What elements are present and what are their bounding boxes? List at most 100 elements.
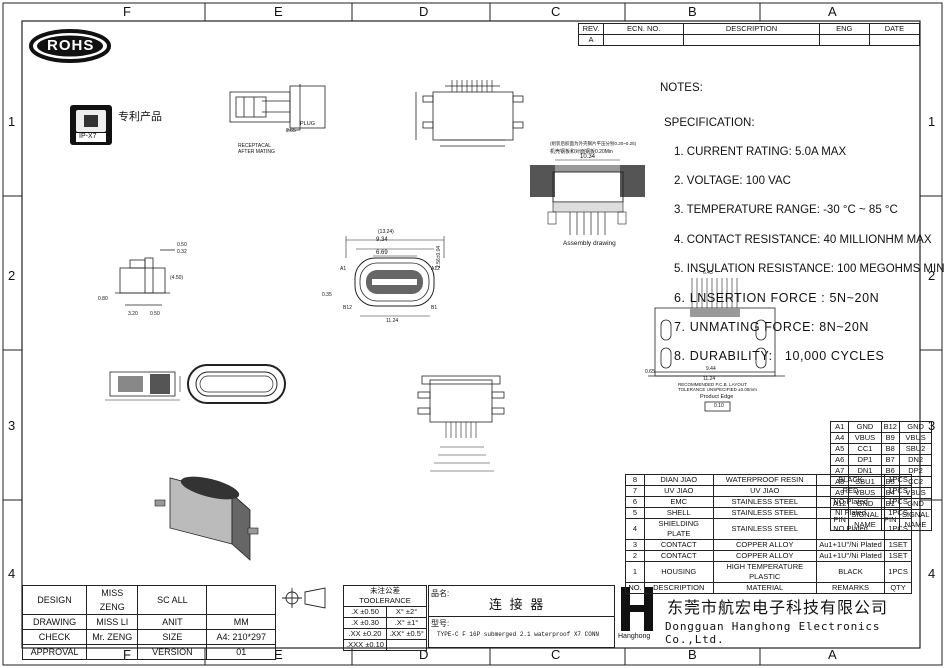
zone-col-b-bottom: B — [688, 647, 697, 662]
bom-row-cell: NI Plated — [815, 507, 886, 519]
bom-row-cell: SHIELDING PLATE — [643, 518, 714, 540]
bom-row-cell: 1PCS — [884, 474, 912, 486]
tolerance-row-cell — [386, 639, 427, 651]
zone-row-4: 4 — [8, 566, 16, 581]
dim-934: 9.34 — [376, 237, 388, 243]
pin-table-row-cell: VBUS — [898, 432, 933, 444]
pin-table-row-cell: DN2 — [898, 454, 933, 466]
bom-row-cell: SHELL — [643, 507, 714, 519]
bom-row-cell: NO Plated — [815, 518, 886, 540]
zone-row-2-right: 2 — [928, 268, 936, 283]
title-block-row-cell: APPROVAL — [21, 644, 88, 660]
bom-header-cell: NO. — [625, 582, 645, 594]
revision-table: REV. ECN. NO. DESCRIPTION ENG DATE A — [577, 23, 921, 46]
isometric-view — [154, 476, 259, 561]
bom-row-cell: 1PCS — [884, 485, 912, 497]
title-block-row-cell: MISS LI — [86, 614, 139, 630]
dim-050b: 0.50 — [150, 311, 160, 317]
dim-065: 0.65 — [645, 369, 655, 375]
zone-col-e-bottom: E — [274, 647, 283, 662]
pin-table-row-cell: GND — [848, 421, 882, 433]
tolerance-row-cell: X° ±2° — [386, 606, 427, 618]
assembly-note-2: 机壳钢板和对面钢板0.20Min — [550, 149, 613, 155]
spec-item: 2. VOLTAGE: 100 VAC — [674, 175, 791, 188]
bom-row-cell: 6 — [625, 496, 645, 508]
product-name: 连 接 器 — [489, 597, 546, 612]
spec-item: 1. CURRENT RATING: 5.0A MAX — [674, 145, 847, 158]
pin-table-row-cell: B12 — [880, 421, 900, 433]
dim-1034: 10.34 — [580, 154, 596, 160]
product-model: TYPE-C F 16P submerged 2.1 waterproof X7… — [437, 631, 600, 638]
hanghong-logo — [621, 587, 653, 631]
title-block-row-cell: DESIGN — [21, 585, 88, 615]
title-block-row-cell — [206, 585, 276, 615]
receptacle-label: RECEPTACAL AFTER MATING — [238, 143, 275, 155]
bom-row-cell: NO Plated — [815, 496, 886, 508]
model-label: 型号: — [431, 619, 450, 628]
bom-row-cell: 1SET — [884, 539, 912, 551]
pcb-layout — [648, 278, 785, 412]
zone-col-d-bottom: D — [419, 647, 429, 662]
rohs-logo — [29, 29, 111, 63]
top-view — [415, 85, 524, 147]
title-block-row-cell: 01 — [206, 644, 276, 660]
date-header: DATE — [868, 23, 921, 35]
dim-050: 0.50 — [177, 242, 187, 248]
bom-row-cell: UV JIAO — [712, 485, 817, 497]
title-block-row-cell: Mr. ZENG — [86, 629, 139, 645]
company-short: Hanghong — [618, 633, 651, 640]
eng-header: ENG — [818, 23, 870, 35]
product-edge-label: Product Edge — [700, 394, 734, 400]
tolerance-header: 未注公差 TOOLERANCE — [343, 585, 427, 607]
tolerance-row: .XX ±0.20.XX° ±0.5° — [342, 628, 427, 640]
bom-row-cell: COPPER ALLOY — [712, 539, 817, 551]
pin-table-row-cell: GND — [898, 421, 933, 433]
mating-side-view — [229, 84, 326, 131]
bom-row-cell: DIAN JIAO — [643, 474, 714, 486]
bom-row-cell: 3 — [625, 539, 645, 551]
pin-table-row-cell: A6 — [829, 454, 850, 466]
bom-row-cell: COPPER ALLOY — [712, 550, 817, 562]
bom-header-cell: MATERIAL — [712, 582, 817, 594]
notes-title: NOTES: — [660, 81, 703, 94]
spec-item: 3. TEMPERATURE RANGE: -30 °C ~ 85 °C — [674, 204, 898, 217]
pin-table-row-cell: VBUS — [848, 432, 882, 444]
rev-header: REV. — [577, 23, 605, 35]
pin-a12-label: A12 — [431, 266, 440, 272]
projection-symbol — [282, 587, 326, 609]
spec-item: 5. INSULATION RESISTANCE: 100 MEGOHMS MI… — [674, 262, 945, 275]
description-value — [683, 34, 820, 46]
title-block-row-cell: SC ALL — [137, 585, 208, 615]
spec-item: 4. CONTACT RESISTANCE: 40 MILLIONHM MAX — [674, 233, 932, 246]
title-block-row-cell: DRAWING — [21, 614, 88, 630]
bom-row-cell: BLACK — [815, 561, 886, 583]
ecn-value — [603, 34, 685, 46]
pin-table-row-cell: SBU2 — [898, 443, 933, 455]
bom-row-cell: Au1+1U"/Ni Plated — [815, 539, 886, 551]
bom-row-cell: STAINLESS STEEL — [712, 518, 817, 540]
dim-1124b: 11.24 — [703, 376, 716, 382]
bom-row-cell: 4 — [625, 518, 645, 540]
date-value — [868, 34, 921, 46]
pcb-title: RECOMMENDED P.C.B. LAYOUT — [678, 382, 747, 387]
zone-row-4-right: 4 — [928, 566, 936, 581]
dim-080: 0.80 — [98, 296, 108, 302]
bom-row-cell: CONTACT — [643, 539, 714, 551]
zone-col-e: E — [274, 4, 283, 19]
pin-table-row-cell: DP1 — [848, 454, 882, 466]
dim-450: (4.50) — [170, 275, 184, 281]
pin-table-row-cell: A4 — [829, 432, 850, 444]
bom-row-cell: 2 — [625, 550, 645, 562]
bom-header-cell: REMARKS — [815, 582, 886, 594]
dim-265: 2.65 — [286, 128, 296, 134]
